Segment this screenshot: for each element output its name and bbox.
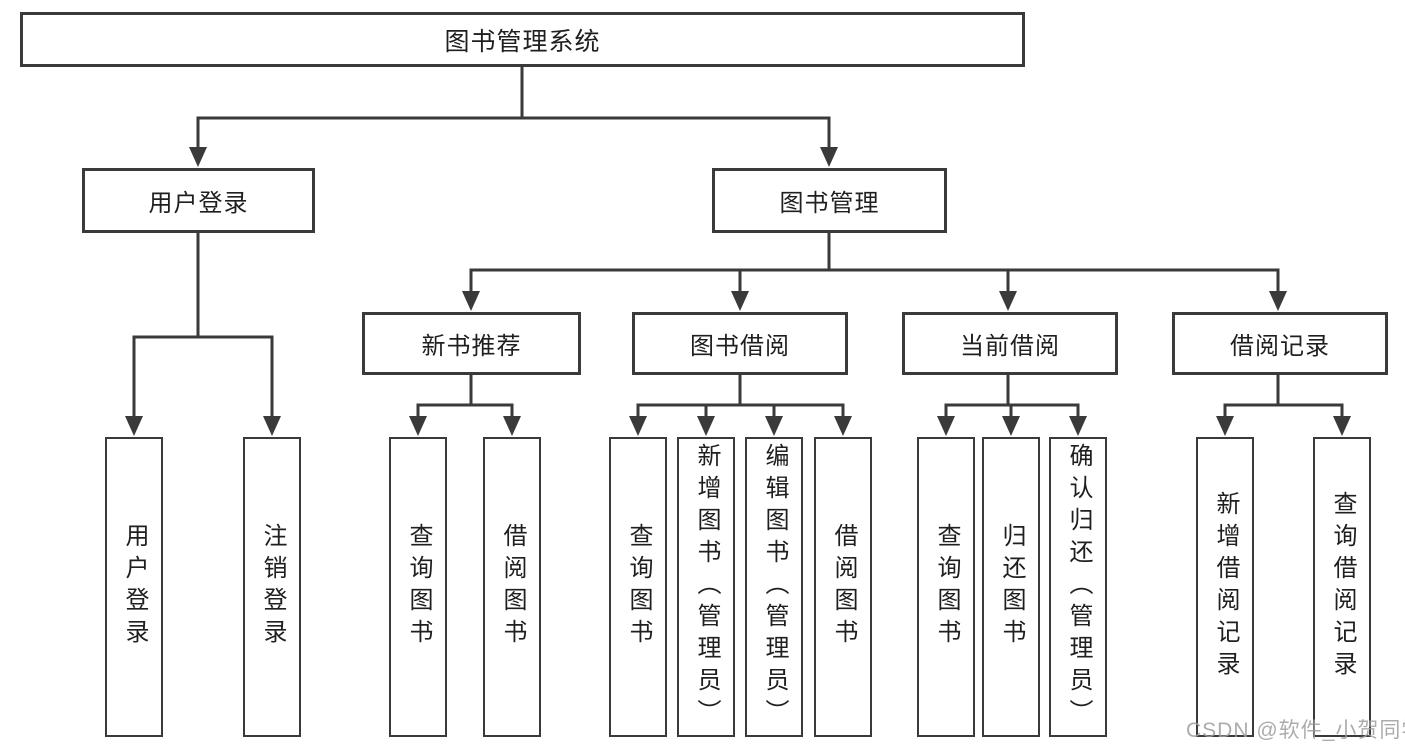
node-user-login-label: 用户登录 — [148, 190, 249, 217]
node-book-borrow: 图书借阅 — [632, 312, 848, 375]
leaf-label: 编辑图书（管理员） — [761, 443, 788, 731]
node-borrow-record: 借阅记录 — [1172, 312, 1388, 375]
node-book-management: 图书管理 — [712, 168, 947, 233]
leaf-label: 新增图书（管理员） — [693, 443, 720, 731]
leaf-return-book: 归还图书 — [982, 437, 1040, 737]
leaf-logout: 注销登录 — [243, 437, 301, 737]
leaf-label: 新增借阅记录 — [1212, 491, 1239, 683]
node-new-book-recommend-label: 新书推荐 — [421, 333, 522, 360]
leaf-label: 查询图书 — [625, 523, 652, 651]
leaf-query-book-3: 查询图书 — [917, 437, 975, 737]
leaf-label: 查询借阅记录 — [1329, 491, 1356, 683]
node-user-login: 用户登录 — [82, 168, 315, 233]
node-book-management-label: 图书管理 — [779, 190, 880, 217]
leaf-borrow-book-2: 借阅图书 — [814, 437, 872, 737]
node-current-borrow-label: 当前借阅 — [960, 333, 1060, 360]
leaf-label: 查询图书 — [405, 523, 432, 651]
leaf-label: 用户登录 — [121, 523, 148, 651]
leaf-label: 借阅图书 — [830, 523, 857, 651]
leaf-label: 借阅图书 — [499, 523, 526, 651]
watermark: CSDN @软件_小贺同学 — [1186, 719, 1405, 742]
leaf-add-book-admin: 新增图书（管理员） — [677, 437, 735, 737]
leaf-label: 注销登录 — [259, 523, 286, 651]
leaf-confirm-return-admin: 确认归还（管理员） — [1049, 437, 1107, 737]
leaf-label: 查询图书 — [933, 523, 960, 651]
node-borrow-record-label: 借阅记录 — [1230, 333, 1330, 360]
node-new-book-recommend: 新书推荐 — [362, 312, 581, 375]
node-current-borrow: 当前借阅 — [902, 312, 1118, 375]
leaf-user-login: 用户登录 — [105, 437, 163, 737]
leaf-edit-book-admin: 编辑图书（管理员） — [745, 437, 803, 737]
leaf-query-book-2: 查询图书 — [609, 437, 667, 737]
leaf-query-borrow-record: 查询借阅记录 — [1313, 437, 1371, 737]
leaf-query-book-1: 查询图书 — [389, 437, 447, 737]
leaf-label: 归还图书 — [998, 523, 1025, 651]
leaf-borrow-book-1: 借阅图书 — [483, 437, 541, 737]
leaf-label: 确认归还（管理员） — [1065, 443, 1092, 731]
node-root: 图书管理系统 — [20, 12, 1025, 67]
node-root-label: 图书管理系统 — [444, 27, 601, 56]
leaf-add-borrow-record: 新增借阅记录 — [1196, 437, 1254, 737]
node-book-borrow-label: 图书借阅 — [690, 333, 790, 360]
